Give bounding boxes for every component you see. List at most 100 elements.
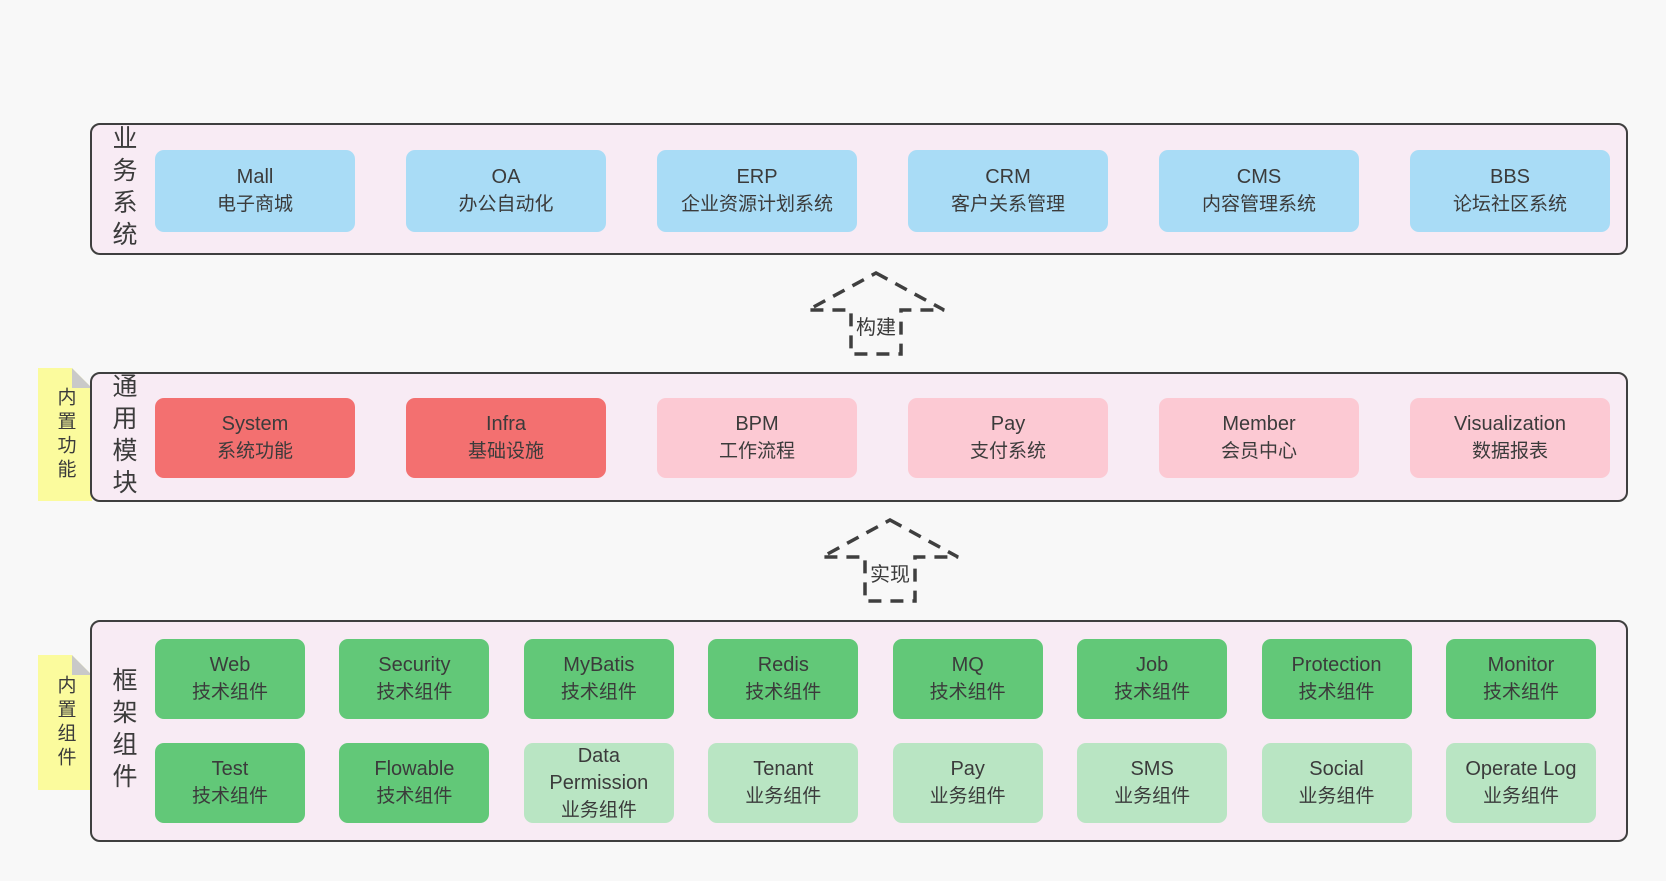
box-subtitle: 基础设施 bbox=[467, 441, 544, 462]
box-subtitle: 内容管理系统 bbox=[1201, 194, 1316, 215]
box-title: MQ bbox=[951, 654, 984, 676]
component-box-flowable: Flowable 技术组件 bbox=[339, 743, 490, 823]
box-title: Web bbox=[209, 654, 251, 676]
component-box-data-permission: Data Permission 业务组件 bbox=[523, 743, 674, 823]
business-box-erp: ERP 企业资源计划系统 bbox=[657, 150, 857, 232]
component-box-security: Security 技术组件 bbox=[339, 639, 490, 719]
box-subtitle: 技术组件 bbox=[376, 682, 453, 703]
box-title: SMS bbox=[1130, 758, 1174, 780]
business-box-oa: OA 办公自动化 bbox=[406, 150, 606, 232]
box-subtitle: 工作流程 bbox=[718, 441, 795, 462]
box-title: ERP bbox=[736, 166, 778, 188]
box-title: Job bbox=[1135, 654, 1169, 676]
box-subtitle: 业务组件 bbox=[929, 786, 1006, 807]
component-box-web: Web 技术组件 bbox=[155, 639, 305, 719]
box-subtitle: 技术组件 bbox=[745, 682, 822, 703]
box-title: Tenant bbox=[753, 758, 814, 780]
module-box-system: System 系统功能 bbox=[155, 398, 355, 478]
note-text: 内置功能 bbox=[54, 386, 76, 483]
box-title: BBS bbox=[1489, 166, 1531, 188]
implement-arrow-label: 实现 bbox=[867, 558, 913, 587]
business-box-bbs: BBS 论坛社区系统 bbox=[1410, 150, 1610, 232]
box-subtitle: 业务组件 bbox=[1114, 786, 1191, 807]
module-box-pay: Pay 支付系统 bbox=[908, 398, 1108, 478]
box-title: Visualization bbox=[1454, 413, 1566, 435]
module-box-member: Member 会员中心 bbox=[1159, 398, 1359, 478]
band-label-modules: 通用模块 bbox=[109, 373, 137, 501]
box-subtitle: 办公自动化 bbox=[458, 194, 554, 215]
component-box-mq: MQ 技术组件 bbox=[892, 639, 1043, 719]
box-subtitle: 企业资源计划系统 bbox=[680, 194, 833, 215]
component-box-pay: Pay 业务组件 bbox=[892, 743, 1043, 823]
components-box-row-2: Test 技术组件 Flowable 技术组件 Data Permission … bbox=[155, 743, 1596, 823]
box-title: OA bbox=[491, 166, 521, 188]
box-title: System bbox=[221, 413, 289, 435]
box-subtitle: 业务组件 bbox=[745, 786, 822, 807]
box-subtitle: 技术组件 bbox=[1482, 682, 1559, 703]
business-box-cms: CMS 内容管理系统 bbox=[1159, 150, 1359, 232]
component-box-redis: Redis 技术组件 bbox=[708, 639, 859, 719]
box-title: Data Permission bbox=[549, 744, 649, 794]
box-subtitle: 技术组件 bbox=[191, 682, 268, 703]
business-box-mall: Mall 电子商城 bbox=[155, 150, 355, 232]
box-subtitle: 技术组件 bbox=[929, 682, 1006, 703]
box-subtitle: 支付系统 bbox=[969, 441, 1046, 462]
builtin-functions-note: 内置功能 bbox=[38, 368, 92, 501]
modules-box-row: System 系统功能 Infra 基础设施 BPM 工作流程 Pay 支付系统… bbox=[155, 398, 1610, 478]
business-box-row: Mall 电子商城 OA 办公自动化 ERP 企业资源计划系统 CRM 客户关系… bbox=[155, 150, 1610, 232]
component-box-social: Social 业务组件 bbox=[1261, 743, 1412, 823]
component-box-operate-log: Operate Log 业务组件 bbox=[1445, 743, 1596, 823]
box-subtitle: 会员中心 bbox=[1220, 441, 1297, 462]
up-arrow-icon bbox=[821, 518, 959, 603]
box-title: CRM bbox=[985, 166, 1031, 188]
box-title: Social bbox=[1309, 758, 1364, 780]
box-title: MyBatis bbox=[563, 654, 635, 676]
component-box-protection: Protection 技术组件 bbox=[1261, 639, 1412, 719]
folded-corner-icon bbox=[72, 655, 92, 675]
component-box-job: Job 技术组件 bbox=[1077, 639, 1228, 719]
component-box-monitor: Monitor 技术组件 bbox=[1445, 639, 1596, 719]
band-label-components: 框架组件 bbox=[109, 667, 137, 795]
up-arrow-icon bbox=[807, 271, 945, 356]
box-subtitle: 技术组件 bbox=[376, 786, 453, 807]
box-subtitle: 电子商城 bbox=[216, 194, 293, 215]
box-subtitle: 数据报表 bbox=[1471, 441, 1548, 462]
box-title: Pay bbox=[990, 413, 1026, 435]
box-subtitle: 技术组件 bbox=[560, 682, 637, 703]
implement-arrow: 实现 bbox=[817, 515, 963, 605]
box-title: Infra bbox=[485, 413, 527, 435]
box-title: Operate Log bbox=[1465, 758, 1577, 780]
business-systems-band: 业务系统 Mall 电子商城 OA 办公自动化 ERP 企业资源计划系统 CRM… bbox=[90, 123, 1628, 255]
band-label-business: 业务系统 bbox=[109, 125, 137, 253]
box-subtitle: 论坛社区系统 bbox=[1452, 194, 1567, 215]
framework-components-band: 框架组件 Web 技术组件 Security 技术组件 MyBatis 技术组件… bbox=[90, 620, 1628, 842]
module-box-infra: Infra 基础设施 bbox=[406, 398, 606, 478]
box-title: Monitor bbox=[1487, 654, 1555, 676]
common-modules-band: 通用模块 System 系统功能 Infra 基础设施 BPM 工作流程 Pay… bbox=[90, 372, 1628, 502]
box-title: CMS bbox=[1236, 166, 1282, 188]
box-title: Pay bbox=[950, 758, 985, 780]
component-box-test: Test 技术组件 bbox=[155, 743, 305, 823]
box-subtitle: 业务组件 bbox=[1298, 786, 1375, 807]
box-title: Flowable bbox=[374, 758, 455, 780]
box-subtitle: 系统功能 bbox=[216, 441, 293, 462]
box-title: BPM bbox=[735, 413, 779, 435]
box-subtitle: 技术组件 bbox=[1114, 682, 1191, 703]
component-box-mybatis: MyBatis 技术组件 bbox=[523, 639, 674, 719]
box-subtitle: 客户关系管理 bbox=[950, 194, 1065, 215]
component-box-sms: SMS 业务组件 bbox=[1077, 743, 1228, 823]
box-title: Security bbox=[378, 654, 451, 676]
box-subtitle: 业务组件 bbox=[560, 799, 637, 821]
box-title: Protection bbox=[1291, 654, 1382, 676]
box-subtitle: 技术组件 bbox=[191, 786, 268, 807]
component-box-tenant: Tenant 业务组件 bbox=[708, 743, 859, 823]
note-text: 内置组件 bbox=[54, 674, 76, 771]
module-box-visualization: Visualization 数据报表 bbox=[1410, 398, 1610, 478]
build-arrow-label: 构建 bbox=[853, 311, 899, 340]
builtin-components-note: 内置组件 bbox=[38, 655, 92, 790]
folded-corner-icon bbox=[72, 368, 92, 388]
box-title: Redis bbox=[757, 654, 809, 676]
build-arrow: 构建 bbox=[803, 268, 949, 358]
box-title: Mall bbox=[236, 166, 274, 188]
